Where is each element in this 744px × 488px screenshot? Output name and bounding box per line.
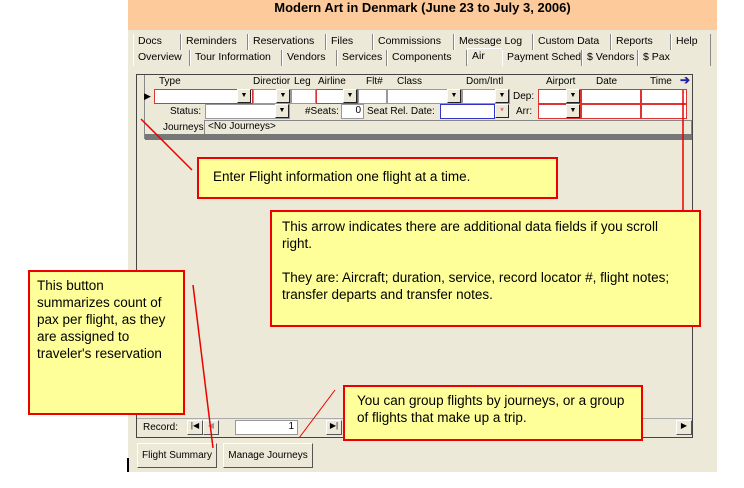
- form-title: Modern Art in Denmark (June 23 to July 3…: [128, 0, 717, 30]
- arr-time-field[interactable]: [641, 104, 687, 119]
- tab-services[interactable]: Services: [337, 50, 387, 66]
- chevron-down-icon[interactable]: ▼: [495, 89, 509, 103]
- dep-date-field[interactable]: [581, 89, 641, 104]
- arr-date-field[interactable]: [581, 104, 641, 119]
- last-record-button[interactable]: ▶|: [326, 420, 342, 435]
- tab-help[interactable]: Help: [671, 34, 711, 50]
- manage-journeys-button[interactable]: Manage Journeys: [223, 443, 313, 468]
- seat-rel-date-label: Seat Rel. Date:: [367, 106, 435, 117]
- journeys-label: Journeys:: [163, 122, 207, 133]
- tab-dollar-pax[interactable]: $ Pax: [638, 50, 711, 66]
- tab-reminders[interactable]: Reminders: [181, 34, 248, 50]
- header-airport: Airport: [546, 76, 576, 87]
- flight-number-field[interactable]: [358, 89, 387, 104]
- callout-enter-flight: Enter Flight information one flight at a…: [197, 157, 558, 199]
- header-leg: Leg: [294, 76, 311, 87]
- tab-reservations[interactable]: Reservations: [248, 34, 326, 50]
- chevron-down-icon[interactable]: ▼: [566, 104, 580, 118]
- scroll-right-arrow-icon[interactable]: ➔: [680, 73, 691, 87]
- pointer-line: [140, 118, 193, 171]
- arr-label: Arr:: [516, 106, 533, 117]
- dep-time-field[interactable]: [641, 89, 687, 104]
- tab-vendors[interactable]: Vendors: [282, 50, 337, 66]
- header-class: Class: [397, 76, 423, 87]
- header-flt: Flt#: [366, 76, 383, 87]
- calendar-button[interactable]: *: [495, 104, 509, 118]
- scroll-right-button[interactable]: ▶: [676, 420, 692, 435]
- header-dom-intl: Dom/Intl: [466, 76, 504, 87]
- type-select[interactable]: [154, 89, 253, 104]
- header-date: Date: [596, 76, 618, 87]
- tab-tour-information[interactable]: Tour Information: [190, 50, 282, 66]
- pointer-line: [298, 389, 336, 439]
- chevron-down-icon[interactable]: ▼: [237, 89, 251, 103]
- header-time: Time: [650, 76, 672, 87]
- chevron-down-icon[interactable]: ▼: [566, 89, 580, 103]
- tab-reports[interactable]: Reports: [611, 34, 671, 50]
- record-label: Record:: [143, 422, 179, 433]
- status-select[interactable]: [205, 104, 290, 119]
- leg-field[interactable]: [291, 89, 316, 104]
- chevron-down-icon[interactable]: ▼: [275, 104, 289, 118]
- tab-custom-data[interactable]: Custom Data: [533, 34, 611, 50]
- callout-scroll-arrow: This arrow indicates there are additiona…: [270, 210, 701, 327]
- header-airline: Airline: [318, 76, 346, 87]
- callout-flight-summary: This button summarizes count of pax per …: [28, 270, 185, 415]
- callout-journeys: You can group flights by journeys, or a …: [343, 385, 643, 441]
- tab-overview[interactable]: Overview: [133, 50, 190, 66]
- current-record-icon: ▶: [144, 91, 151, 101]
- tab-components[interactable]: Components: [387, 50, 467, 66]
- record-number-field[interactable]: 1: [235, 420, 298, 435]
- seats-label: #Seats:: [305, 106, 339, 117]
- tab-docs[interactable]: Docs: [133, 34, 181, 50]
- tab-payment-sched[interactable]: Payment Sched.: [502, 50, 584, 66]
- callout-text: This arrow indicates there are additiona…: [282, 219, 658, 251]
- cursor-mark: [127, 458, 129, 472]
- chevron-down-icon[interactable]: ▼: [276, 89, 290, 103]
- chevron-down-icon[interactable]: ▼: [343, 89, 357, 103]
- header-type: Type: [159, 76, 181, 87]
- pointer-line: [192, 284, 214, 449]
- tab-commissions[interactable]: Commissions: [373, 34, 454, 50]
- tab-message-log[interactable]: Message Log: [454, 34, 533, 50]
- seats-field[interactable]: 0: [341, 104, 364, 119]
- grid-divider: [145, 134, 692, 140]
- callout-text: They are: Aircraft; duration, service, r…: [282, 270, 670, 302]
- tab-dollar-vendors[interactable]: $ Vendors: [582, 50, 638, 66]
- dep-label: Dep:: [513, 91, 535, 102]
- class-select[interactable]: [387, 89, 462, 104]
- status-label: Status:: [170, 106, 202, 117]
- record-selector-column: [137, 75, 145, 139]
- seat-rel-date-field[interactable]: [440, 104, 495, 119]
- tab-air[interactable]: Air: [467, 48, 502, 64]
- tab-files[interactable]: Files: [326, 34, 373, 50]
- flight-summary-button[interactable]: Flight Summary: [137, 443, 217, 468]
- chevron-down-icon[interactable]: ▼: [447, 89, 461, 103]
- first-record-button[interactable]: |◀: [187, 420, 203, 435]
- header-direction: Directior: [253, 76, 291, 87]
